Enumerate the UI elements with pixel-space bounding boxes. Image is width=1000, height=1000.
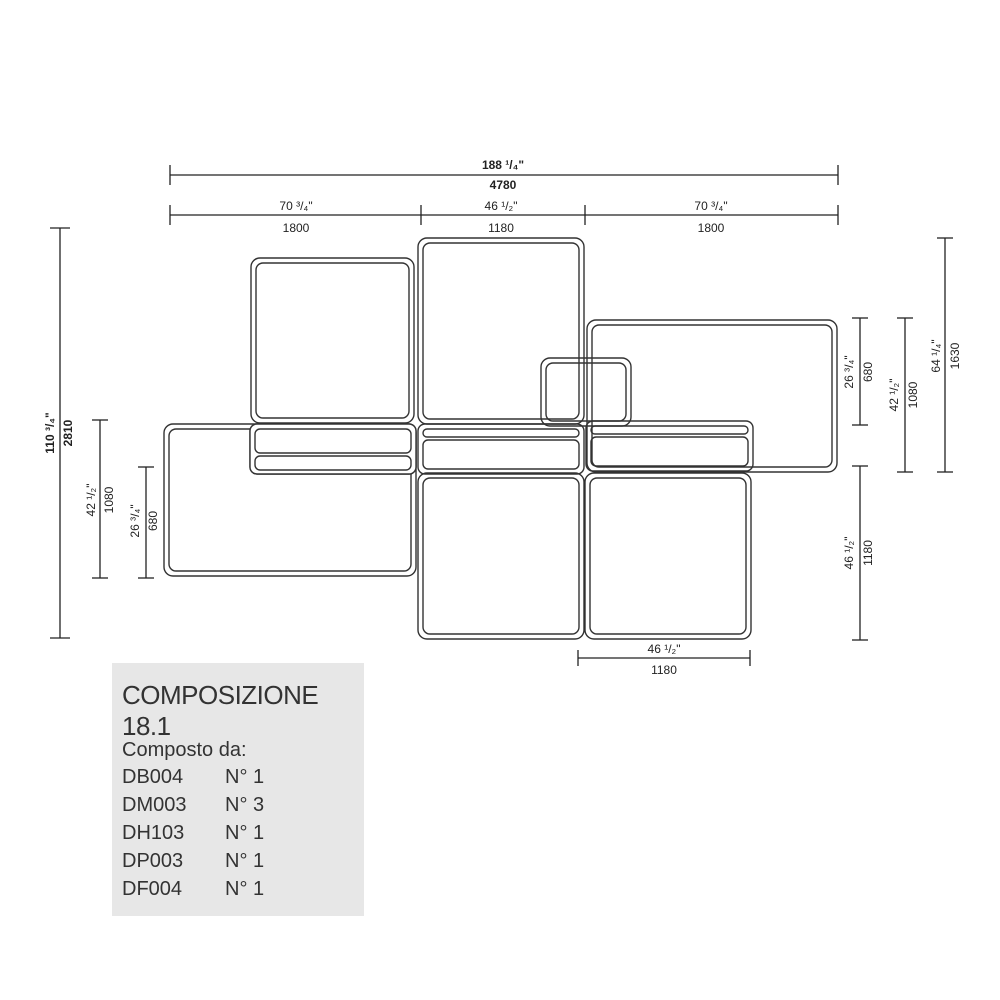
right-outer-mm: 1630 — [948, 342, 962, 369]
item-quantity: N° 3 — [225, 794, 265, 816]
left-inner-inches: 42 ¹/₂" — [84, 484, 98, 517]
item-code: DH103 — [122, 822, 185, 844]
seat-cushion-center — [417, 472, 585, 640]
left-width-mm: 1800 — [283, 221, 310, 235]
back-cushion-center — [417, 237, 585, 425]
right-width-mm: 1800 — [698, 221, 725, 235]
total-width-mm: 4780 — [490, 178, 517, 192]
lower-right-inches: 46 ¹/₂" — [842, 537, 856, 570]
item-quantity: N° 1 — [225, 766, 265, 788]
item-quantity: N° 1 — [225, 878, 265, 900]
right-seat-mm: 680 — [861, 362, 875, 382]
composition-legend: COMPOSIZIONE 18.1 Composto da: DB004 N° … — [112, 663, 364, 916]
dimension-labels: 188 ¹/₄" 4780 70 ³/₄" 1800 46 ¹/₂" 1180 … — [43, 158, 962, 677]
seat-strip-center — [417, 423, 585, 475]
composition-title: COMPOSIZIONE 18.1 — [122, 680, 319, 741]
total-height-inches: 110 ³/₄" — [43, 412, 57, 453]
bottom-width-inches: 46 ¹/₂" — [648, 642, 681, 656]
dimension-lines — [50, 165, 953, 666]
right-inner-mm: 1080 — [906, 381, 920, 408]
bottom-width-mm: 1180 — [651, 663, 677, 677]
seat-cushion-right — [584, 472, 752, 640]
mid-width-inches: 46 ¹/₂" — [485, 199, 518, 213]
seat-strip-left-overlay — [249, 423, 417, 475]
lower-right-mm: 1180 — [861, 540, 875, 566]
left-inner-mm: 1080 — [102, 486, 116, 513]
composition-subtitle: Composto da: — [122, 739, 247, 761]
left-width-inches: 70 ³/₄" — [279, 199, 312, 213]
sofa-modules — [163, 237, 838, 640]
left-seat-inches: 26 ³/₄" — [128, 504, 142, 537]
side-table-module — [540, 357, 632, 427]
mid-width-mm: 1180 — [488, 221, 514, 235]
back-cushion-left — [250, 257, 415, 424]
item-code: DM003 — [122, 794, 187, 816]
right-width-inches: 70 ³/₄" — [694, 199, 727, 213]
right-seat-inches: 26 ³/₄" — [842, 355, 856, 388]
right-chaise-module — [586, 319, 838, 473]
item-code: DB004 — [122, 766, 184, 788]
item-quantity: N° 1 — [225, 822, 265, 844]
right-outer-inches: 64 ¹/₄" — [929, 339, 943, 372]
total-height-mm: 2810 — [61, 419, 75, 446]
right-inner-inches: 42 ¹/₂" — [887, 379, 901, 412]
item-code: DP003 — [122, 850, 184, 872]
total-width-inches: 188 ¹/₄" — [482, 158, 524, 172]
left-seat-mm: 680 — [146, 511, 160, 531]
item-code: DF004 — [122, 878, 183, 900]
item-quantity: N° 1 — [225, 850, 265, 872]
seat-strip-right — [585, 420, 754, 472]
